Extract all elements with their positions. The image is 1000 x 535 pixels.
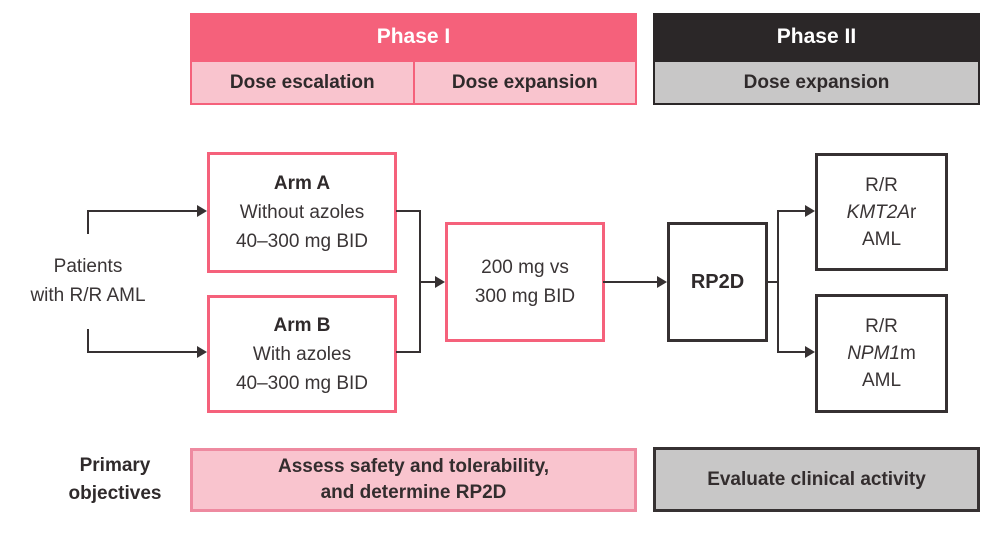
patients-label-line1: Patients bbox=[53, 256, 123, 277]
phase2-title-bar: Phase II bbox=[653, 13, 980, 60]
phase1-title: Phase I bbox=[376, 24, 451, 48]
phase2-title: Phase II bbox=[776, 24, 857, 48]
phase2-col-dose-expansion: Dose expansion bbox=[653, 60, 980, 105]
kmt2ar-gene-line: KMT2Ar bbox=[847, 199, 917, 226]
phase1-col-dose-escalation: Dose escalation bbox=[190, 60, 415, 105]
phase1-objective-line2: and determine RP2D bbox=[320, 482, 507, 503]
kmt2a-gene-suffix: r bbox=[910, 201, 917, 223]
patients-label-line2: with R/R AML bbox=[30, 285, 146, 306]
primary-objectives-line1: Primary bbox=[79, 455, 151, 476]
dose-expansion-label: Dose expansion bbox=[451, 71, 598, 93]
dose-compare-line2: 300 mg BID bbox=[474, 286, 576, 307]
phase1-title-bar: Phase I bbox=[190, 13, 637, 60]
kmt2ar-line1: R/R bbox=[865, 174, 898, 196]
phase2-dose-expansion-label: Dose expansion bbox=[743, 71, 890, 93]
arm-a-line3: 40–300 mg BID bbox=[235, 231, 369, 252]
rp2d-box: RP2D bbox=[667, 222, 768, 342]
kmt2ar-line3: AML bbox=[861, 228, 902, 250]
npm1m-box: R/R NPM1m AML bbox=[815, 294, 948, 413]
npm1-gene-italic: NPM1 bbox=[847, 343, 900, 364]
connector-patients-top-stub bbox=[87, 210, 89, 234]
connector-dose-to-rp2d bbox=[603, 281, 659, 283]
phase2-header-block: Phase II Dose expansion bbox=[653, 13, 980, 105]
connector-merge-to-dose bbox=[419, 281, 437, 283]
phase1-header-block: Phase I Dose escalation Dose expansion bbox=[190, 13, 637, 105]
connector-rp2d-out bbox=[766, 281, 779, 283]
patients-label: Patients with R/R AML bbox=[13, 252, 163, 310]
arm-b-title: Arm B bbox=[273, 314, 331, 336]
connector-patients-bottom-stub bbox=[87, 329, 89, 353]
arrowhead-npm1m bbox=[805, 346, 815, 358]
phase1-col-dose-expansion: Dose expansion bbox=[412, 60, 637, 105]
kmt2a-gene-italic: KMT2A bbox=[846, 201, 911, 223]
npm1m-gene-line: NPM1m bbox=[847, 340, 916, 367]
phase1-objective-box: Assess safety and tolerability, and dete… bbox=[190, 448, 637, 512]
arm-b-box: Arm B With azoles 40–300 mg BID bbox=[207, 295, 397, 413]
arrowhead-arm-a bbox=[197, 205, 207, 217]
arrowhead-rp2d bbox=[657, 276, 667, 288]
connector-patients-to-arm-a bbox=[88, 210, 200, 212]
dose-compare-line1: 200 mg vs bbox=[481, 257, 569, 278]
npm1m-line3: AML bbox=[861, 370, 902, 391]
connector-split-to-npm1m bbox=[777, 351, 807, 353]
connector-arm-a-out bbox=[396, 210, 421, 212]
kmt2ar-box: R/R KMT2Ar AML bbox=[815, 153, 948, 271]
dose-escalation-label: Dose escalation bbox=[229, 71, 375, 93]
arm-b-line2: With azoles bbox=[252, 343, 352, 365]
phase2-objective-box: Evaluate clinical activity bbox=[653, 447, 980, 512]
arm-a-box: Arm A Without azoles 40–300 mg BID bbox=[207, 152, 397, 273]
dose-compare-box: 200 mg vs 300 mg BID bbox=[445, 222, 605, 342]
phase2-objective-text: Evaluate clinical activity bbox=[707, 468, 926, 490]
phase1-objective-line1: Assess safety and tolerability, bbox=[277, 456, 550, 477]
connector-split-vertical bbox=[777, 210, 779, 353]
connector-split-to-kmt2ar bbox=[777, 210, 807, 212]
connector-arm-b-out bbox=[396, 351, 421, 353]
rp2d-label: RP2D bbox=[690, 270, 745, 293]
arrowhead-arm-b bbox=[197, 346, 207, 358]
arrowhead-dose-compare bbox=[435, 276, 445, 288]
arm-a-title: Arm A bbox=[273, 173, 331, 194]
npm1m-line1: R/R bbox=[865, 316, 898, 337]
arm-a-line2: Without azoles bbox=[239, 202, 365, 223]
arm-b-line3: 40–300 mg BID bbox=[235, 372, 369, 394]
connector-patients-to-arm-b bbox=[88, 351, 200, 353]
primary-objectives-label: Primary objectives bbox=[45, 452, 185, 508]
primary-objectives-line2: objectives bbox=[68, 483, 162, 504]
arrowhead-kmt2ar bbox=[805, 205, 815, 217]
npm1-gene-suffix: m bbox=[899, 343, 916, 364]
